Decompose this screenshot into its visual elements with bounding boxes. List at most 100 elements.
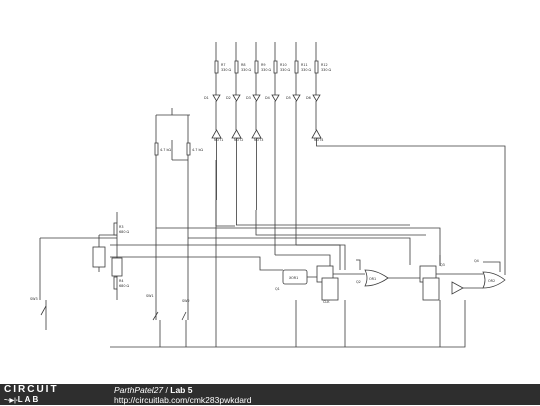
wire-network [39,42,506,348]
logo-bottom-text: ~-▶|-LAB [4,395,40,406]
svg-text:680 Ω: 680 Ω [119,230,130,234]
logo-lab-text: LAB [17,395,41,404]
svg-text:R3: R3 [119,225,124,229]
pullup-r2[interactable]: 4.7 kΩ [186,142,203,156]
svg-text:Q2: Q2 [356,280,361,284]
timer-cap[interactable] [92,246,106,268]
svg-text:NOT3: NOT3 [254,138,263,142]
led-d5[interactable]: D5 [286,94,301,102]
svg-text:R12: R12 [321,63,328,67]
svg-text:R4: R4 [119,279,124,283]
wire [155,108,190,320]
switch-sw3[interactable]: SW3 [30,297,47,316]
svg-text:NOT4: NOT4 [314,138,323,142]
led-d6[interactable]: D6 [306,94,321,102]
svg-text:OR2: OR2 [488,279,495,283]
svg-text:680 Ω: 680 Ω [119,284,130,288]
waveform-icon: ~-▶|- [4,398,18,404]
svg-text:R10: R10 [280,63,287,67]
svg-text:SW3: SW3 [30,297,38,301]
svg-text:D6: D6 [306,96,311,100]
inverter-not2[interactable]: NOT2 [231,129,243,142]
flipflop-2[interactable] [321,277,339,301]
svg-text:R9: R9 [261,63,266,67]
wire [110,256,283,271]
svg-text:NOT1: NOT1 [214,138,223,142]
switch-sw2[interactable]: SW2 [181,299,190,321]
footer-title-row: ParthPatel27 / Lab 5 [114,385,251,395]
wire [296,244,346,270]
wire [215,200,235,227]
wire [39,237,117,330]
flipflop-4[interactable] [422,277,440,301]
svg-text:4.7 kΩ: 4.7 kΩ [160,148,171,152]
wire [156,227,441,265]
svg-text:XOR1: XOR1 [289,276,298,280]
footer-bar: CIRCUIT ~-▶|-LAB ParthPatel27 / Lab 5 ht… [0,384,540,405]
svg-text:SW2: SW2 [182,299,190,303]
pullup-r1[interactable]: 4.7 kΩ [154,142,171,156]
wire [307,261,501,289]
wire [110,160,466,348]
gate-xor1[interactable]: XOR1 [282,269,308,285]
led-d3[interactable]: D3 [246,94,261,102]
svg-text:Q3: Q3 [440,263,445,267]
led-d2[interactable]: D2 [226,94,241,102]
svg-text:330 Ω: 330 Ω [321,68,332,72]
logo-top-text: CIRCUIT [4,384,59,395]
svg-text:D4: D4 [265,96,270,100]
inverter-not1[interactable]: NOT1 [211,129,223,142]
inverter-not4[interactable]: NOT4 [311,129,323,142]
svg-text:OR1: OR1 [369,277,376,281]
svg-text:330 Ω: 330 Ω [301,68,312,72]
circuit-title: Lab 5 [170,385,193,395]
switch-sw1[interactable]: SW1 [146,294,159,321]
svg-text:Q4: Q4 [474,259,479,263]
led-d1[interactable]: D1 [204,94,221,102]
svg-text:CLK: CLK [323,300,330,304]
node-labels: Q1 Q2 Q3 Q4 CLK [275,259,479,304]
timer-ic[interactable] [111,257,123,277]
led-d4[interactable]: D4 [265,94,280,102]
gate-or2[interactable]: OR2 [482,271,506,289]
wire [235,42,237,225]
svg-text:D1: D1 [204,96,209,100]
buffer-gate[interactable] [451,281,464,295]
wire [255,42,257,210]
svg-text:330 Ω: 330 Ω [280,68,291,72]
wire [215,42,217,200]
gate-or1[interactable]: OR1 [364,269,389,287]
footer-info: ParthPatel27 / Lab 5 http://circuitlab.c… [114,385,251,405]
svg-text:330 Ω: 330 Ω [221,68,232,72]
svg-text:D3: D3 [246,96,251,100]
svg-text:4.7 kΩ: 4.7 kΩ [192,148,203,152]
wire [98,212,118,300]
circuit-url[interactable]: http://circuitlab.com/cmk283pwkdard [114,395,252,405]
svg-text:D2: D2 [226,96,231,100]
wire [110,244,341,270]
svg-text:R11: R11 [301,63,308,67]
svg-text:D5: D5 [286,96,291,100]
wire [188,237,411,265]
title-separator: / [163,385,171,395]
svg-text:330 Ω: 330 Ω [261,68,272,72]
circuitlab-logo[interactable]: CIRCUIT ~-▶|-LAB [4,384,94,406]
wire [315,42,506,275]
author-link[interactable]: ParthPatel27 [114,385,164,395]
svg-text:R7: R7 [221,63,226,67]
svg-text:R8: R8 [241,63,246,67]
svg-text:Q1: Q1 [275,287,280,291]
wire [171,140,188,161]
inverter-not3[interactable]: NOT3 [251,129,263,142]
wire [255,210,426,236]
